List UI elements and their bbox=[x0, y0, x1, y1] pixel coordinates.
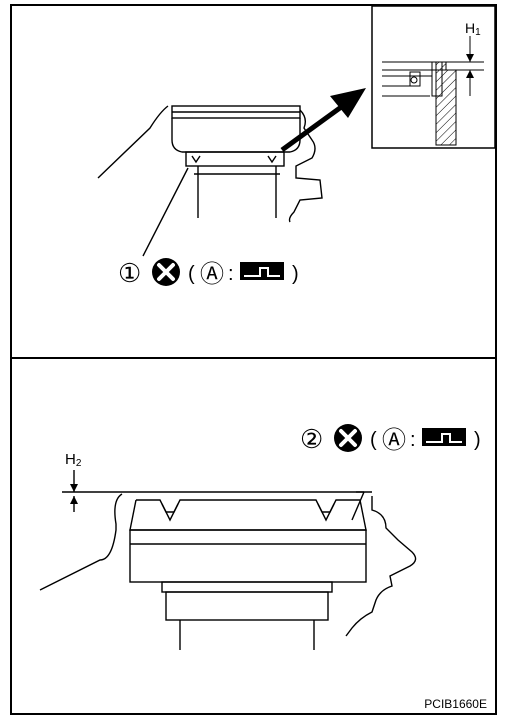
h1-label: H1 bbox=[465, 20, 481, 38]
circle-a-label: Ⓐ bbox=[382, 427, 406, 454]
x-circle-icon bbox=[334, 424, 362, 452]
paren-open: ( bbox=[370, 429, 377, 451]
diagram-frame bbox=[10, 4, 497, 715]
figure-id: PCIB1660E bbox=[424, 697, 487, 711]
circle-a-label: Ⓐ bbox=[200, 261, 224, 288]
drift-tool-icon bbox=[240, 262, 284, 280]
callout-number-1: ① bbox=[118, 258, 141, 288]
callout-number-2: ② bbox=[300, 424, 323, 454]
drift-tool-icon bbox=[422, 428, 466, 446]
x-circle-icon bbox=[152, 258, 180, 286]
top-callout: ① ( Ⓐ : ) bbox=[118, 258, 299, 288]
colon: : bbox=[410, 429, 416, 451]
paren-open: ( bbox=[188, 263, 195, 285]
detail-arrow bbox=[280, 88, 366, 153]
top-drawing bbox=[97, 105, 323, 257]
h2-label: H2 bbox=[65, 451, 82, 469]
paren-close: ) bbox=[292, 263, 299, 285]
colon: : bbox=[228, 263, 234, 285]
bottom-callout: ② ( Ⓐ : ) bbox=[300, 424, 481, 454]
detail-inset: H1 bbox=[371, 5, 496, 149]
paren-close: ) bbox=[474, 429, 481, 451]
bottom-drawing bbox=[39, 470, 417, 650]
